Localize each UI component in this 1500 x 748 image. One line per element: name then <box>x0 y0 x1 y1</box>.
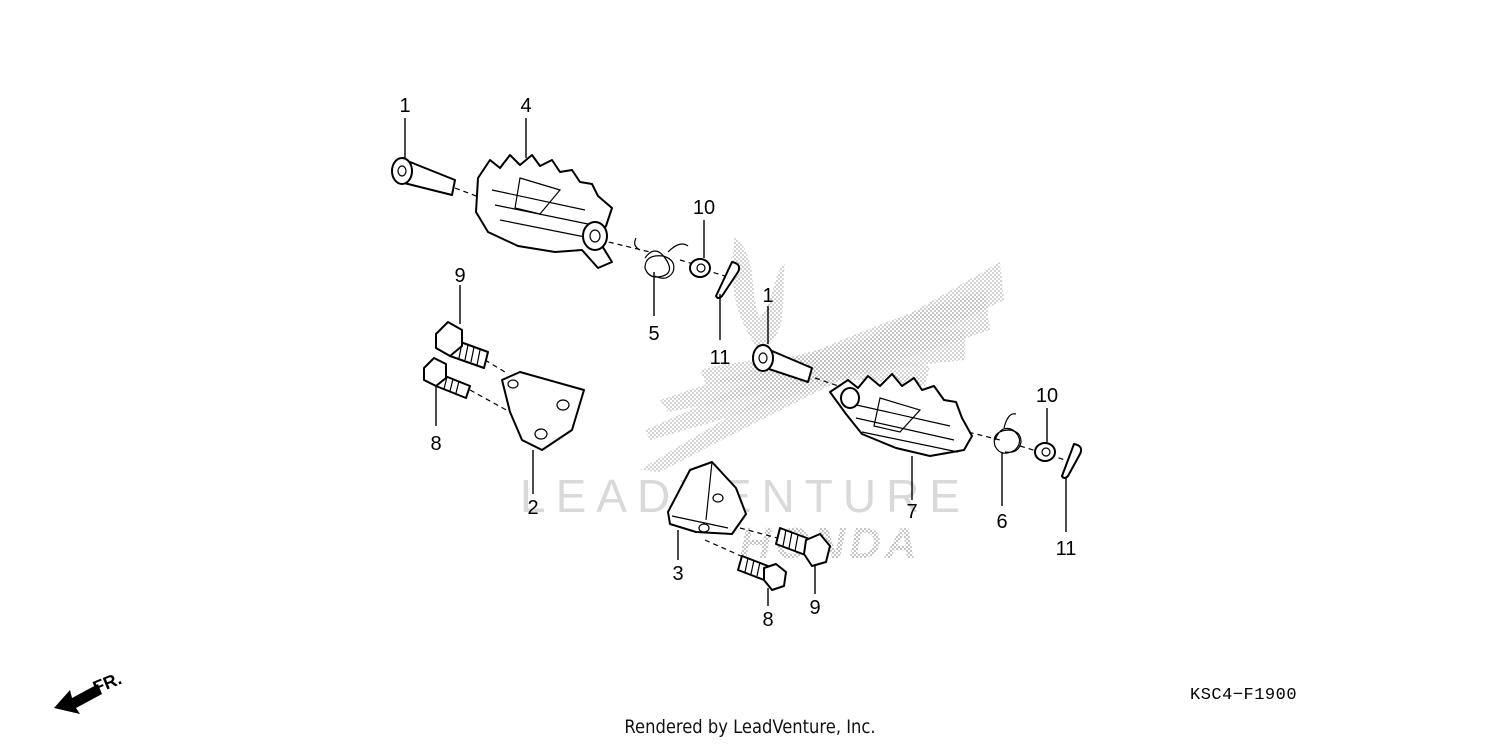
cotter-pin-part-11-upper <box>715 261 741 299</box>
callout-4: 4 <box>520 95 531 117</box>
callout-1-lower: 1 <box>762 285 773 307</box>
cotter-pin-part-11-lower <box>1061 443 1083 479</box>
callout-11-upper: 11 <box>710 347 731 369</box>
footpeg-part-4 <box>475 154 613 269</box>
spring-part-5 <box>634 237 689 279</box>
reference-code: KSC4−F1900 <box>1190 686 1298 705</box>
callout-10-lower: 10 <box>1036 385 1058 407</box>
leader-lines <box>404 118 1067 606</box>
callout-8-lower: 8 <box>762 609 773 631</box>
callout-9-lower: 9 <box>809 597 820 619</box>
callout-2: 2 <box>527 497 538 519</box>
footer-credit: Rendered by LeadVenture, Inc. <box>624 716 876 738</box>
callout-7: 7 <box>906 501 917 523</box>
washer-part-10-upper <box>689 258 711 278</box>
callout-6: 6 <box>996 511 1007 533</box>
front-direction-arrow-icon: FR. <box>54 668 124 714</box>
pin-part-1-upper <box>391 157 456 196</box>
bolt-part-9-upper <box>435 321 489 369</box>
callout-5: 5 <box>648 323 659 345</box>
spring-part-6 <box>993 413 1022 454</box>
watermark-wing-logo <box>640 236 1004 472</box>
bolt-part-8-upper <box>423 357 471 399</box>
callout-3: 3 <box>672 563 683 585</box>
callout-9-upper: 9 <box>454 265 465 287</box>
callout-1-upper: 1 <box>399 95 410 117</box>
bracket-part-2 <box>501 371 585 451</box>
callout-11-lower: 11 <box>1056 538 1077 560</box>
callout-8-upper: 8 <box>430 433 441 455</box>
bolt-part-9-lower <box>775 527 831 567</box>
watermark-honda-logo: HONDA <box>739 519 920 568</box>
pin-part-1-lower <box>752 344 813 383</box>
washer-part-10-lower <box>1034 442 1056 462</box>
bolt-part-8-lower <box>737 555 787 591</box>
bracket-part-3 <box>667 461 747 535</box>
footpeg-part-7 <box>829 373 973 457</box>
direction-label: FR. <box>90 668 124 697</box>
callout-10-upper: 10 <box>693 197 715 219</box>
callout-labels: 1 4 10 5 11 1 9 8 2 10 7 6 11 3 8 9 <box>399 95 1076 631</box>
